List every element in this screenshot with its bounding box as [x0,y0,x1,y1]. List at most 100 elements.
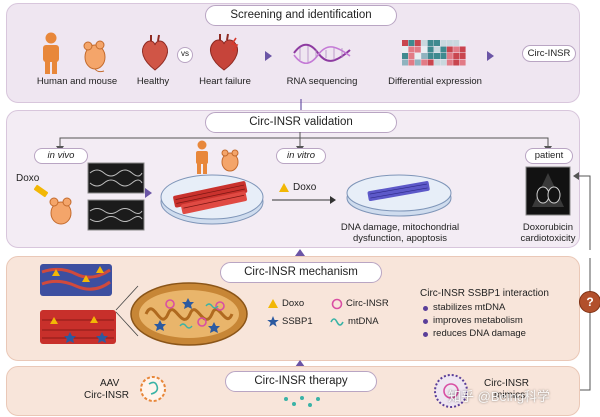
bullet-2: improves metabolism [433,315,523,326]
heatmap-cell [453,59,460,66]
human-icon [43,32,59,74]
aav-virus-icon [140,376,166,402]
syringe-icon [33,184,49,198]
heatmap-cell [427,40,434,46]
cardiomyocyte-tissue-top [40,264,112,296]
heatmap-cell [414,59,421,66]
heatmap-cell [421,46,428,53]
heatmap-cell [414,40,421,46]
mimic-particles [284,396,320,407]
bullet-dot-3 [423,332,428,337]
heatmap-cell [440,53,447,59]
human-mouse-label: Human and mouse [36,76,118,87]
interaction-title: Circ-INSR SSBP1 interaction [420,288,549,299]
rna-strand-icon [293,43,351,65]
question-badge [579,291,600,313]
petri-dish-treated [346,174,452,217]
circ-insr-result-pill: Circ-INSR [522,45,576,62]
ssbp1-legend-icon [267,316,279,327]
arrow-head-2 [487,51,494,61]
heatmap-cell [459,59,466,66]
small-mouse-icon [221,149,239,172]
aav-label-2: Circ-INSR [84,390,129,401]
heatmap-cell [402,53,408,59]
doxo-left-label: Doxo [16,173,40,184]
patient-echo-image [525,166,571,216]
arrow-head-1 [265,51,272,61]
doxo-legend-icon [268,299,278,308]
patient-label: patient [525,148,573,164]
connector-down [300,99,302,112]
heatmap-cell [408,53,415,59]
cardio-line-1: Doxorubicin [522,222,574,233]
echo-image-top [87,162,145,194]
vs-label: vs [181,49,189,58]
diff-expr-label: Differential expression [388,76,482,87]
connector-up-1 [295,249,305,256]
vs-circle [177,47,193,63]
heatmap-icon [402,40,466,66]
small-human-icon [196,140,208,174]
heatmap-cell [440,59,447,66]
heatmap-cell [414,53,421,59]
echo-image-bottom [87,199,145,231]
heart-failure-label: Heart failure [199,76,251,87]
mimic-label-1: Circ-INSR [484,378,529,389]
cardiomyocyte-tissue-bottom [40,310,116,344]
legend-ssbp1: SSBP1 [282,316,313,327]
heatmap-cell [427,59,434,66]
question-symbol: ? [586,295,594,309]
heatmap-cell [408,40,415,46]
watermark: 知乎 @Being科学 [448,389,551,404]
failing-heart-icon [210,33,239,71]
healthy-label: Healthy [136,76,170,87]
petri-dish-cardiomyocytes [160,174,264,225]
healthy-heart-icon [142,34,168,71]
heatmap-cell [402,46,408,53]
heatmap-cell [421,59,428,66]
heatmap-cell [434,46,440,53]
heatmap-cell [459,53,466,59]
heatmap-cell [421,40,428,46]
heatmap-cell [434,40,440,46]
doxo-mid-label: Doxo [293,182,317,193]
heatmap-cell [427,46,434,53]
heatmap-cell [408,46,415,53]
heatmap-cell [446,53,453,59]
zoom-lines [115,285,139,337]
heatmap-cell [459,46,466,53]
heatmap-cell [459,40,466,46]
heatmap-cell [421,53,428,59]
heatmap-cell [434,53,440,59]
mtdna-legend-icon [330,318,344,326]
heatmap-cell [453,53,460,59]
screening-title: Screening and identification [205,5,397,26]
doxo-triangle-icon [279,183,289,192]
legend-circ-insr: Circ-INSR [346,298,389,309]
heatmap-cell [427,53,434,59]
therapy-title: Circ-INSR therapy [225,371,377,392]
heatmap-cell [453,40,460,46]
bullet-dot-2 [423,319,428,324]
heatmap-cell [440,40,447,46]
aav-label-1: AAV [100,378,120,389]
arrow-head-3 [145,188,152,198]
heatmap-cell [434,59,440,66]
nanoparticle-icon [434,374,468,408]
heatmap-cell [402,59,408,66]
heatmap-cell [446,59,453,66]
doxo-arrow [272,196,336,204]
mimic-label-2: mimics [494,390,526,401]
mechanism-title: Circ-INSR mechanism [220,262,382,283]
bullet-1: stabilizes mtDNA [433,302,506,313]
damage-line-2: dysfunction, apoptosis [352,233,447,244]
treated-mouse-icon [49,197,72,225]
heatmap-cell [453,46,460,53]
mitochondrion-illustration [130,282,248,346]
heatmap-cell [414,46,421,53]
heatmap-cell [440,46,447,53]
mouse-icon [83,40,106,73]
heatmap-cell [446,40,453,46]
